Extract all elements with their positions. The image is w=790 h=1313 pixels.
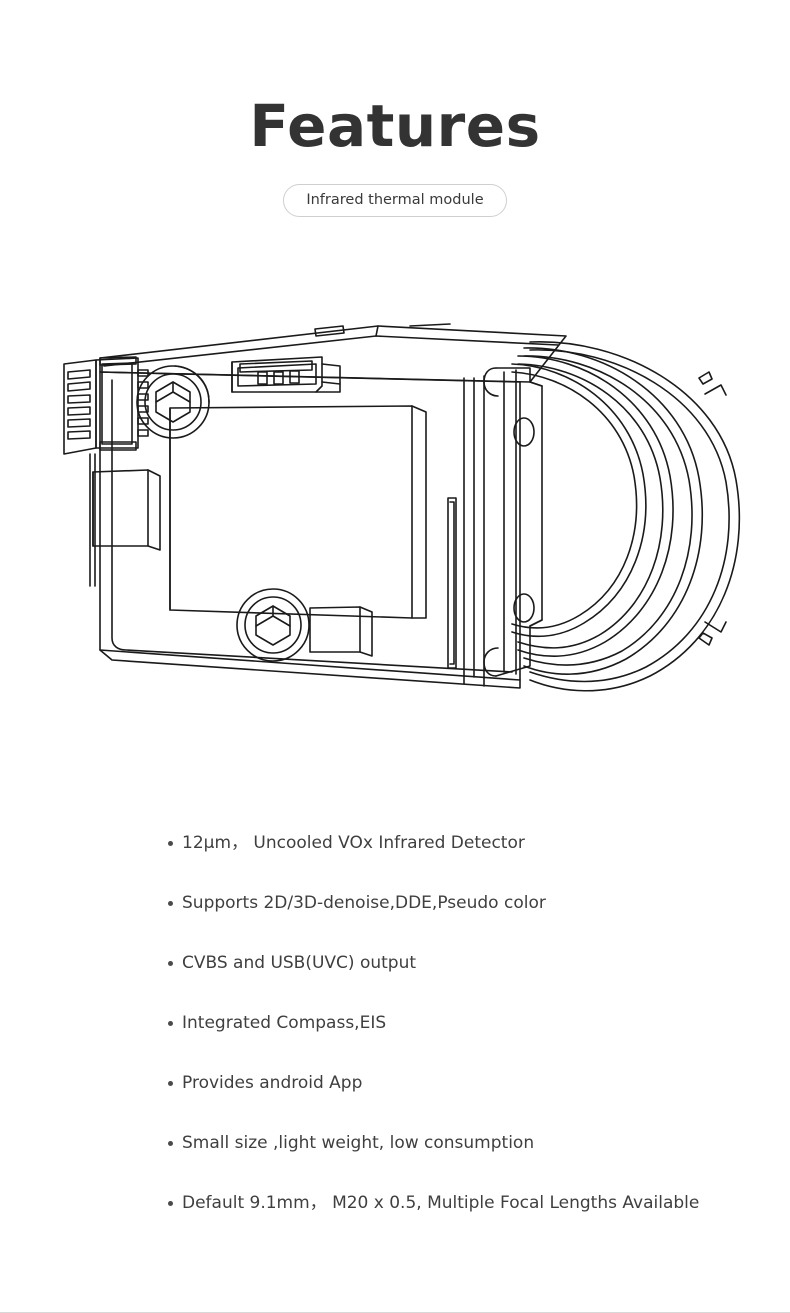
- pin-header-connector: [63, 356, 149, 587]
- bullet-icon: [168, 841, 173, 846]
- list-item: Small size ,light weight, low consumptio…: [168, 1128, 768, 1188]
- list-item: Supports 2D/3D-denoise,DDE,Pseudo color: [168, 888, 768, 948]
- product-illustration: [60, 320, 760, 730]
- feature-text: Provides android App: [182, 1073, 363, 1093]
- bullet-icon: [168, 1021, 173, 1026]
- page-header: Features Infrared thermal module: [0, 0, 790, 217]
- feature-text: Supports 2D/3D-denoise,DDE,Pseudo color: [182, 893, 546, 913]
- bullet-icon: [168, 1141, 173, 1146]
- vent-slot: [447, 497, 457, 669]
- list-item: CVBS and USB(UVC) output: [168, 948, 768, 1008]
- feature-text: Default 9.1mm， M20 x 0.5, Multiple Focal…: [182, 1193, 700, 1213]
- hex-screw-top: [136, 365, 210, 439]
- front-plate: [483, 367, 543, 677]
- bullet-icon: [168, 1081, 173, 1086]
- product-category-badge: Infrared thermal module: [283, 184, 507, 217]
- mounting-hole-bottom: [513, 593, 535, 623]
- sensor-window: [169, 405, 427, 619]
- feature-text: 12μm， Uncooled VOx Infrared Detector: [182, 833, 525, 853]
- feature-text: Small size ,light weight, low consumptio…: [182, 1133, 535, 1153]
- bullet-icon: [168, 901, 173, 906]
- list-item: Provides android App: [168, 1068, 768, 1128]
- bullet-icon: [168, 961, 173, 966]
- page-title: Features: [249, 92, 541, 160]
- features-list: 12μm， Uncooled VOx Infrared Detector Sup…: [168, 828, 768, 1248]
- side-component: [92, 469, 161, 551]
- mounting-hole-top: [513, 417, 535, 447]
- hex-screw-bottom: [236, 588, 310, 662]
- feature-text: Integrated Compass,EIS: [182, 1013, 387, 1033]
- fpc-connector: [231, 356, 341, 393]
- list-item: Integrated Compass,EIS: [168, 1008, 768, 1068]
- list-item: Default 9.1mm， M20 x 0.5, Multiple Focal…: [168, 1188, 768, 1248]
- feature-text: CVBS and USB(UVC) output: [182, 953, 417, 973]
- list-item: 12μm， Uncooled VOx Infrared Detector: [168, 828, 768, 888]
- bottom-block: [309, 606, 373, 657]
- badge-container: Infrared thermal module: [0, 184, 790, 217]
- bullet-icon: [168, 1201, 173, 1206]
- product-line-drawing: [63, 323, 741, 692]
- lens-barrel-rings: [511, 341, 741, 692]
